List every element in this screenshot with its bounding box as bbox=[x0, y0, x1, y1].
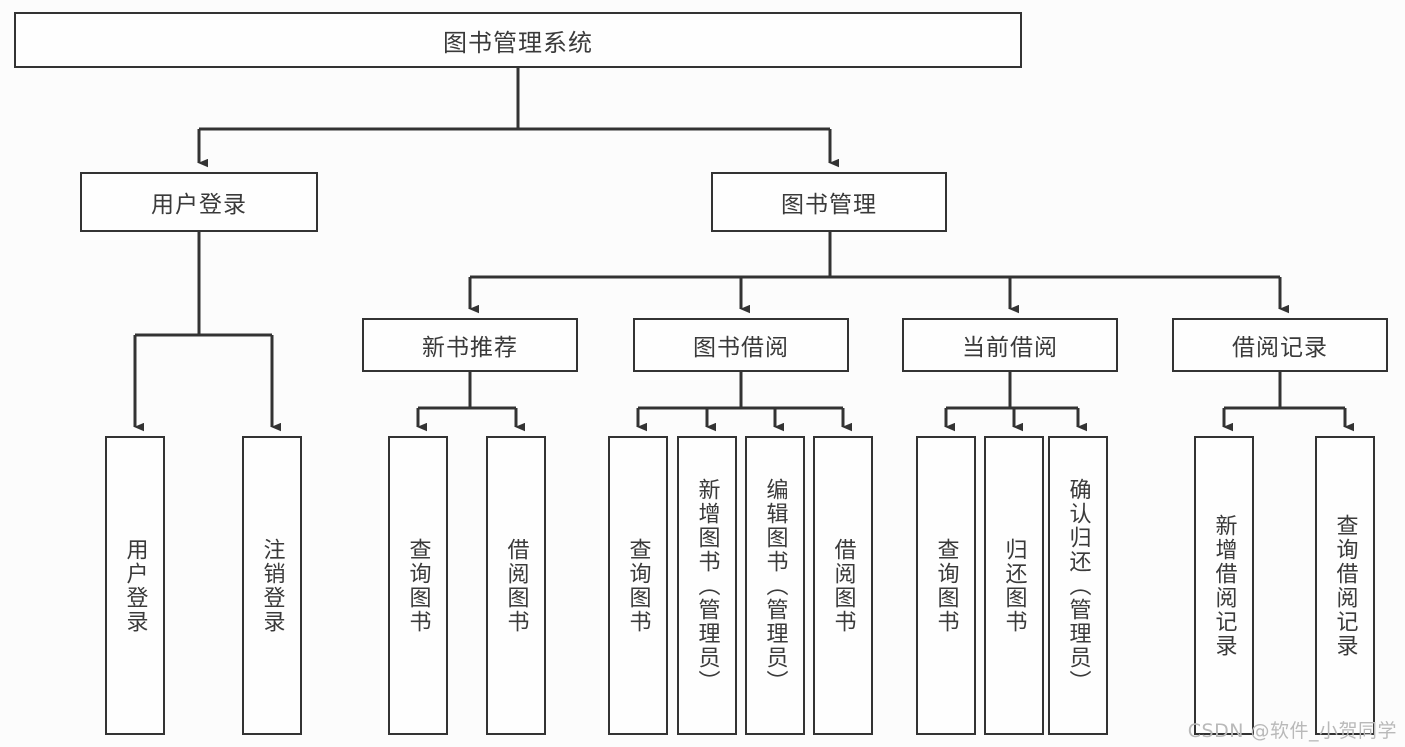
node-label: 用户登录 bbox=[151, 192, 247, 218]
leaf-return-book[interactable]: 归还图书 bbox=[984, 436, 1044, 735]
node-label: 新书推荐 bbox=[422, 335, 518, 361]
node-label: 注销登录 bbox=[259, 537, 285, 634]
leaf-query-book-borrow[interactable]: 查询图书 bbox=[608, 436, 668, 735]
leaf-query-book-current[interactable]: 查询图书 bbox=[916, 436, 976, 735]
watermark-text: CSDN @软件_小贺同学 bbox=[1187, 720, 1397, 742]
node-label: 当前借阅 bbox=[962, 335, 1058, 361]
node-label: 新增借阅记录 bbox=[1211, 513, 1237, 658]
leaf-user-logout[interactable]: 注销登录 bbox=[242, 436, 302, 735]
leaf-edit-book-admin[interactable]: 编辑图书（管理员） bbox=[745, 436, 805, 735]
node-new-book-recommend[interactable]: 新书推荐 bbox=[362, 318, 578, 372]
leaf-query-book-recommend[interactable]: 查询图书 bbox=[388, 436, 448, 735]
node-label: 归还图书 bbox=[1001, 537, 1027, 634]
node-borrow-record[interactable]: 借阅记录 bbox=[1172, 318, 1388, 372]
leaf-query-borrow-record[interactable]: 查询借阅记录 bbox=[1315, 436, 1375, 735]
leaf-borrow-book[interactable]: 借阅图书 bbox=[813, 436, 873, 735]
leaf-add-book-admin[interactable]: 新增图书（管理员） bbox=[677, 436, 737, 735]
node-label: 查询图书 bbox=[933, 537, 959, 634]
node-label: 图书管理系统 bbox=[443, 28, 593, 57]
node-current-borrow[interactable]: 当前借阅 bbox=[902, 318, 1118, 372]
node-book-borrow[interactable]: 图书借阅 bbox=[633, 318, 849, 372]
node-user-login[interactable]: 用户登录 bbox=[80, 172, 318, 232]
node-label: 借阅图书 bbox=[503, 537, 529, 634]
leaf-confirm-return-admin[interactable]: 确认归还（管理员） bbox=[1048, 436, 1108, 735]
node-label: 查询图书 bbox=[625, 537, 651, 634]
node-label: 用户登录 bbox=[122, 537, 148, 634]
node-label: 图书借阅 bbox=[693, 335, 789, 361]
node-root-system[interactable]: 图书管理系统 bbox=[14, 12, 1022, 68]
node-label: 借阅记录 bbox=[1232, 335, 1328, 361]
node-label: 新增图书（管理员） bbox=[694, 477, 720, 694]
node-label: 查询借阅记录 bbox=[1332, 513, 1358, 658]
node-book-management[interactable]: 图书管理 bbox=[711, 172, 947, 232]
node-label: 借阅图书 bbox=[830, 537, 856, 634]
node-label: 图书管理 bbox=[781, 192, 877, 218]
leaf-user-login[interactable]: 用户登录 bbox=[105, 436, 165, 735]
node-label: 编辑图书（管理员） bbox=[762, 477, 788, 694]
node-label: 查询图书 bbox=[405, 537, 431, 634]
leaf-add-borrow-record[interactable]: 新增借阅记录 bbox=[1194, 436, 1254, 735]
leaf-borrow-book-recommend[interactable]: 借阅图书 bbox=[486, 436, 546, 735]
node-label: 确认归还（管理员） bbox=[1065, 477, 1091, 694]
